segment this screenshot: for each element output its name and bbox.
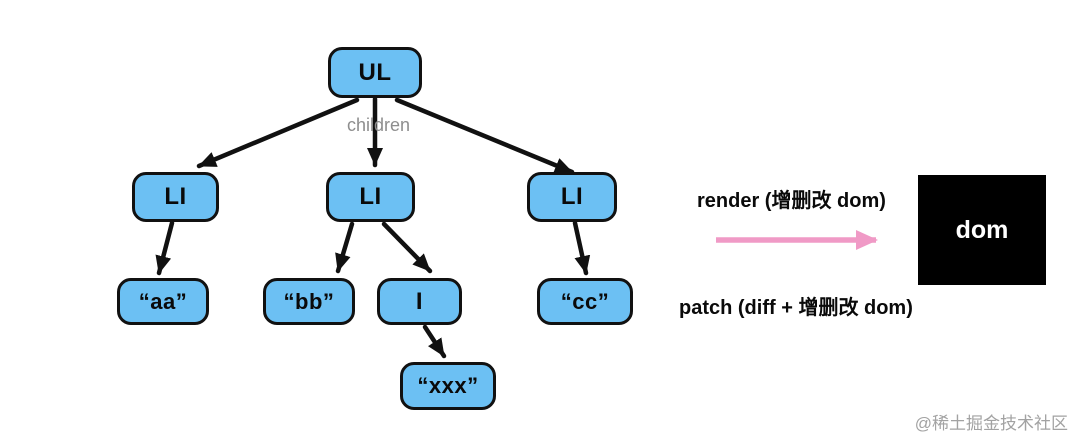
edge-li3-cc — [572, 220, 591, 276]
dom-box: dom — [918, 175, 1046, 285]
edge-ul-li1 — [196, 97, 360, 169]
tree-node-ul: UL — [328, 47, 422, 98]
watermark: @稀土掘金技术社区 — [914, 414, 1068, 433]
edge-ul-li3 — [394, 97, 575, 175]
edge-i-xxx — [422, 324, 447, 359]
edge-li1-aa — [155, 220, 175, 276]
tree-node-text-aa: “aa” — [117, 278, 209, 325]
patch-label: patch (diff + 增删改 dom) — [679, 297, 913, 319]
edge-li2-i — [381, 221, 433, 274]
tree-node-li-2: LI — [326, 172, 415, 222]
dom-box-label: dom — [955, 215, 1009, 244]
tree-node-li-1: LI — [132, 172, 219, 222]
tree-node-i: I — [377, 278, 462, 325]
render-label: render (增删改 dom) — [697, 190, 886, 212]
tree-node-text-xxx: “xxx” — [400, 362, 496, 410]
edge-li2-bb — [335, 221, 355, 274]
children-edge-label: children — [347, 115, 411, 135]
tree-node-text-bb: “bb” — [263, 278, 355, 325]
tree-node-text-cc: “cc” — [537, 278, 633, 325]
tree-node-li-3: LI — [527, 172, 617, 222]
